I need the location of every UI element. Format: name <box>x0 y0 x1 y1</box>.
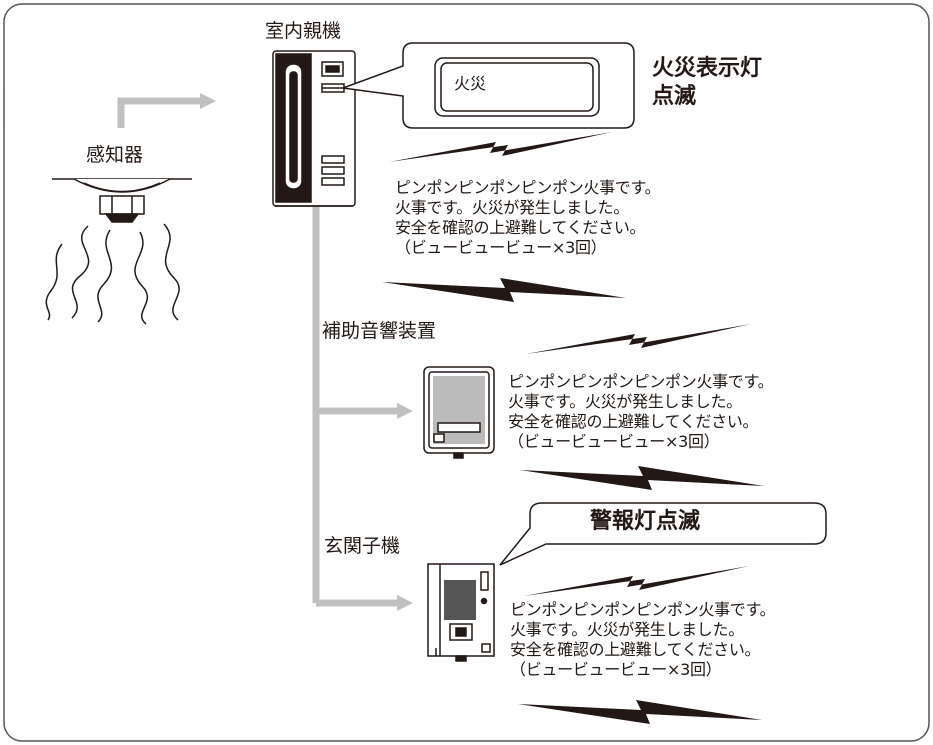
announcement-line: ピンポンピンポンピンポン火事です。 <box>395 178 661 197</box>
wiring-lines <box>117 97 397 607</box>
sensor-to-master-line <box>117 97 200 128</box>
announcement-line: ピンポンピンポンピンポン火事です。 <box>510 600 776 619</box>
announcement-line: （ビュービュービュー×3回） <box>510 660 722 679</box>
entrance-unit-device <box>427 563 495 662</box>
announcement-line: 安全を確認の上避難してください。 <box>395 218 646 237</box>
master-unit-device <box>272 50 356 207</box>
announcement-entrance: ピンポンピンポンピンポン火事です。 火事です。火災が発生しました。 安全を確認の… <box>510 600 776 680</box>
sound-bolt-aux-bottom <box>520 466 764 490</box>
fire-indicator-status-line1: 火災表示灯 <box>652 56 763 81</box>
announcement-line: 火事です。火災が発生しました。 <box>510 620 744 639</box>
sound-bolt-entrance-bottom <box>518 700 762 724</box>
outer-frame <box>3 3 930 742</box>
arrowhead-entrance <box>397 595 413 611</box>
arrowhead-master <box>200 93 216 109</box>
fire-display-panel-text: 火災 <box>454 74 487 93</box>
arrowhead-aux <box>397 403 413 419</box>
auxiliary-sounder-device <box>423 366 495 459</box>
announcement-line: （ビュービュービュー×3回） <box>508 432 720 451</box>
announcement-line: （ビュービュービュー×3回） <box>395 238 607 257</box>
sound-bolt-master-bottom <box>382 278 626 302</box>
warning-light-status: 警報灯点滅 <box>590 509 701 534</box>
announcement-master: ピンポンピンポンピンポン火事です。 火事です。火災が発生しました。 安全を確認の… <box>395 178 661 258</box>
announcement-line: ピンポンピンポンピンポン火事です。 <box>508 372 774 391</box>
announcement-auxiliary: ピンポンピンポンピンポン火事です。 火事です。火災が発生しました。 安全を確認の… <box>508 372 774 452</box>
entrance-unit-label: 玄関子機 <box>324 535 401 557</box>
sound-bolts <box>382 132 764 724</box>
master-callout <box>342 42 635 129</box>
announcement-line: 安全を確認の上避難してください。 <box>508 412 759 431</box>
sound-bolt-master-top <box>389 132 612 162</box>
auxiliary-sounder-label: 補助音響装置 <box>322 320 437 342</box>
entrance-callout <box>499 502 827 566</box>
announcement-line: 火事です。火災が発生しました。 <box>395 198 629 217</box>
sound-bolt-aux-top <box>526 324 751 354</box>
sensor-label: 感知器 <box>86 144 144 166</box>
sensor-icon <box>45 178 192 325</box>
sound-bolt-entrance-top <box>524 566 749 596</box>
announcement-line: 安全を確認の上避難してください。 <box>510 640 761 659</box>
fire-indicator-status-line2: 点滅 <box>652 84 697 109</box>
fire-display-panel <box>434 57 600 117</box>
announcement-line: 火事です。火災が発生しました。 <box>508 392 742 411</box>
master-unit-label: 室内親機 <box>265 20 342 42</box>
